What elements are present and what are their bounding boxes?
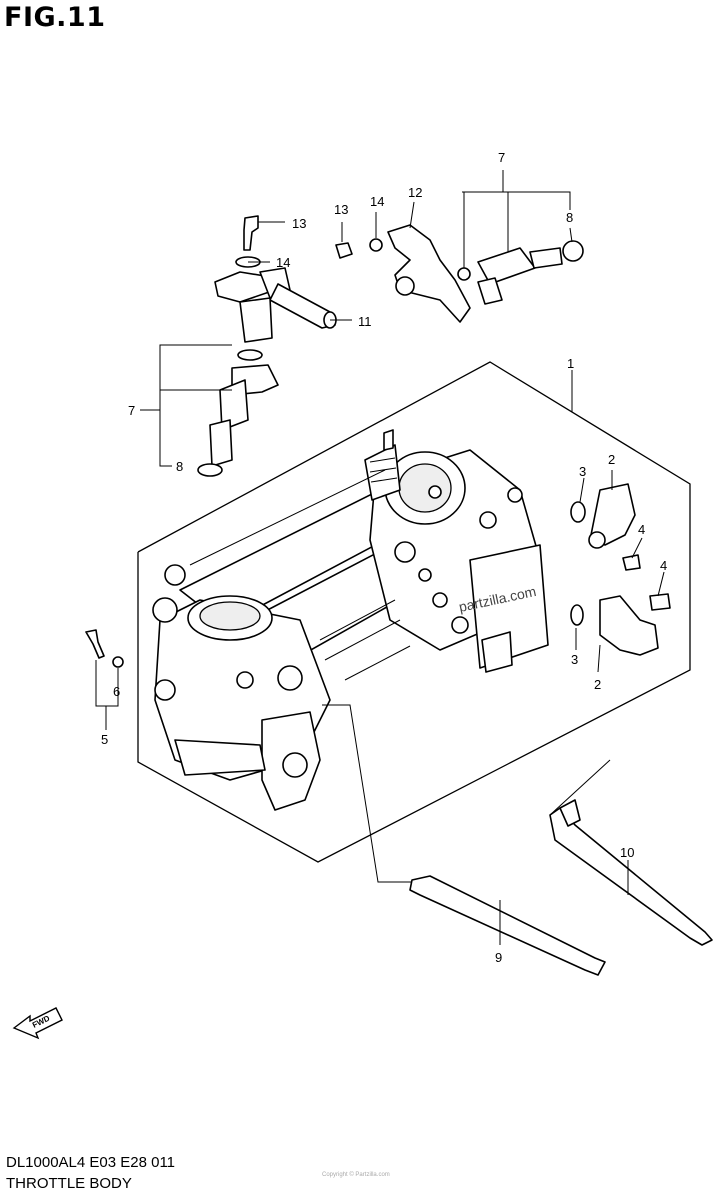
callout-4: 4 (638, 522, 645, 537)
callout-7: 7 (128, 403, 135, 418)
callout-14: 14 (370, 194, 384, 209)
callout-4: 4 (660, 558, 667, 573)
sensor-parts (85, 483, 671, 668)
copyright-watermark: Copyright © Partzilla.com (322, 1172, 390, 1178)
callout-3: 3 (571, 652, 578, 667)
callout-13: 13 (292, 216, 306, 231)
callout-12: 12 (408, 185, 422, 200)
callout-5: 5 (101, 732, 108, 747)
callout-1: 1 (567, 356, 574, 371)
callout-8: 8 (566, 210, 573, 225)
callout-8: 8 (176, 459, 183, 474)
figure-title: FIG.11 (4, 2, 106, 33)
throttle-body-illustration (152, 429, 549, 811)
callout-7: 7 (498, 150, 505, 165)
callout-3: 3 (579, 464, 586, 479)
assembly-frame (137, 361, 691, 863)
callout-2: 2 (608, 452, 615, 467)
callout-9: 9 (495, 950, 502, 965)
callout-11: 11 (358, 314, 372, 329)
injector-assembly-right (335, 224, 584, 323)
leader-lines (95, 170, 665, 945)
figure-name: THROTTLE BODY (6, 1175, 132, 1192)
fwd-arrow-icon: FWD (12, 1007, 63, 1040)
callout-2: 2 (594, 677, 601, 692)
callout-10: 10 (620, 845, 634, 860)
injector-assembly-left (197, 215, 337, 477)
figure-code: DL1000AL4 E03 E28 011 (6, 1154, 176, 1171)
callout-labels: 13 14 11 7 8 13 14 12 7 8 1 2 3 4 4 3 2 … (101, 150, 667, 965)
callout-13: 13 (334, 202, 348, 217)
callout-6: 6 (113, 684, 120, 699)
callout-14: 14 (276, 255, 290, 270)
hose-parts (409, 799, 713, 976)
